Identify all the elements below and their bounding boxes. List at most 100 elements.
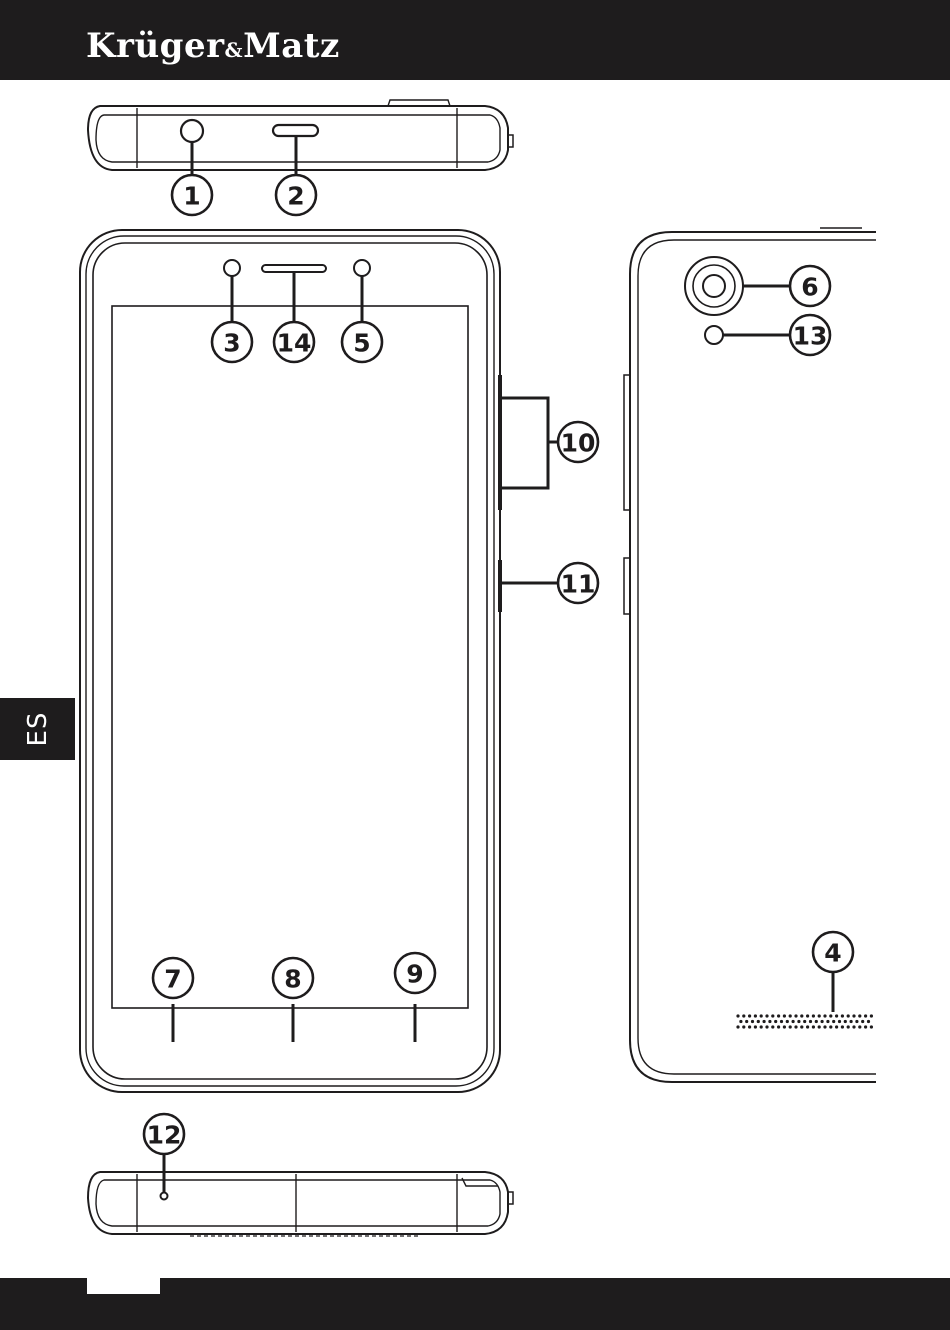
callout-number: 2 [287,182,304,211]
speaker-dot [821,1020,824,1023]
speaker-dot [818,1025,821,1028]
speaker-dot [742,1014,745,1017]
proximity-sensor-icon [354,260,370,276]
speaker-dot [806,1025,809,1028]
speaker-dot [850,1020,853,1023]
speaker-dot [789,1025,792,1028]
callout-2: 2 [276,175,316,215]
phone-front [80,230,558,1092]
speaker-dot [745,1020,748,1023]
speaker-dot [794,1014,797,1017]
speaker-dot [771,1025,774,1028]
speaker-dot [809,1020,812,1023]
speaker-dot [823,1025,826,1028]
phone-top-edge [88,100,513,174]
speaker-dot [739,1020,742,1023]
callout-number: 6 [801,273,818,302]
callout-7: 7 [153,958,193,998]
speaker-grille [736,1014,873,1028]
callout-number: 10 [561,429,596,458]
speaker-dot [812,1014,815,1017]
speaker-dot [826,1020,829,1023]
speaker-dot [823,1014,826,1017]
callout-10: 10 [558,422,598,462]
callout-number: 11 [561,570,596,599]
speaker-dot [763,1020,766,1023]
speaker-dot [835,1025,838,1028]
headphone-jack-icon [181,120,203,142]
speaker-dot [754,1014,757,1017]
speaker-dot [870,1014,873,1017]
speaker-dot [829,1025,832,1028]
speaker-dot [786,1020,789,1023]
speaker-dot [765,1014,768,1017]
callout-number: 4 [824,939,841,968]
speaker-dot [870,1025,873,1028]
speaker-dot [847,1025,850,1028]
speaker-dot [777,1014,780,1017]
speaker-dot [765,1025,768,1028]
callout-12: 12 [144,1114,184,1154]
speaker-dot [864,1025,867,1028]
speaker-dot [835,1014,838,1017]
speaker-dot [806,1014,809,1017]
speaker-dot [794,1025,797,1028]
speaker-dot [815,1020,818,1023]
callout-number: 7 [164,965,181,994]
speaker-dot [841,1014,844,1017]
speaker-dot [838,1020,841,1023]
callout-number: 5 [353,329,370,358]
speaker-dot [736,1025,739,1028]
speaker-dot [844,1020,847,1023]
callout-8: 8 [273,958,313,998]
speaker-dot [754,1025,757,1028]
speaker-dot [760,1014,763,1017]
flash-icon [705,326,723,344]
speaker-dot [832,1020,835,1023]
speaker-dot [789,1014,792,1017]
speaker-dot [736,1014,739,1017]
speaker-dot [742,1025,745,1028]
phone-bottom-edge [88,1150,513,1236]
callout-number: 8 [284,965,301,994]
speaker-dot [748,1025,751,1028]
speaker-dot [777,1025,780,1028]
speaker-dot [829,1014,832,1017]
speaker-dot [852,1014,855,1017]
speaker-dot [858,1014,861,1017]
speaker-dot [841,1025,844,1028]
page-number-tab [87,1278,160,1294]
earpiece-icon [262,265,326,272]
callout-1: 1 [172,175,212,215]
callout-number: 1 [183,182,200,211]
speaker-dot [771,1014,774,1017]
speaker-dot [780,1020,783,1023]
microphone-icon [161,1193,168,1200]
callout-11: 11 [558,563,598,603]
speaker-dot [852,1025,855,1028]
callout-14: 14 [274,322,314,362]
callout-6: 6 [790,266,830,306]
speaker-dot [797,1020,800,1023]
speaker-dot [818,1014,821,1017]
speaker-dot [783,1025,786,1028]
speaker-dot [855,1020,858,1023]
speaker-dot [792,1020,795,1023]
speaker-dot [748,1014,751,1017]
front-screen [112,306,468,1008]
speaker-dot [774,1020,777,1023]
speaker-dot [768,1020,771,1023]
callout-number: 9 [406,960,423,989]
usb-port-icon [273,125,318,136]
callout-3: 3 [212,322,252,362]
speaker-dot [867,1020,870,1023]
language-tab: ES [0,698,75,760]
callout-5: 5 [342,322,382,362]
speaker-dot [803,1020,806,1023]
speaker-dot [751,1020,754,1023]
speaker-dot [864,1014,867,1017]
speaker-dot [858,1025,861,1028]
speaker-dot [760,1025,763,1028]
speaker-dot [861,1020,864,1023]
